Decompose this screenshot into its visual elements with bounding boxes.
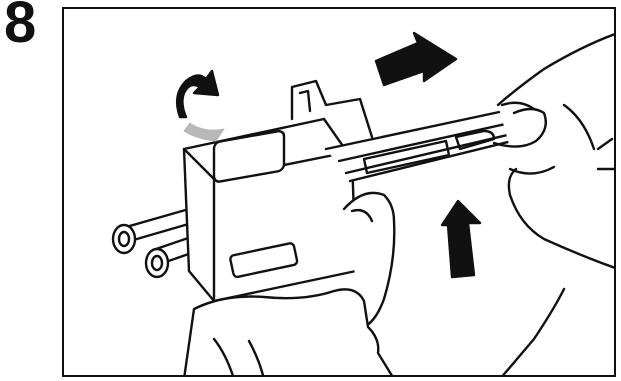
cartridge-dispenser-illustration [64,9,616,377]
illustration-frame [62,7,616,377]
rotate-arrow-icon [177,71,218,117]
right-hand [494,33,616,377]
push-up-arrow-icon [442,201,480,277]
push-right-arrow-icon [376,33,456,85]
step-number: 8 [4,0,36,52]
release-tab [184,123,224,141]
dispenser-body [184,81,372,301]
